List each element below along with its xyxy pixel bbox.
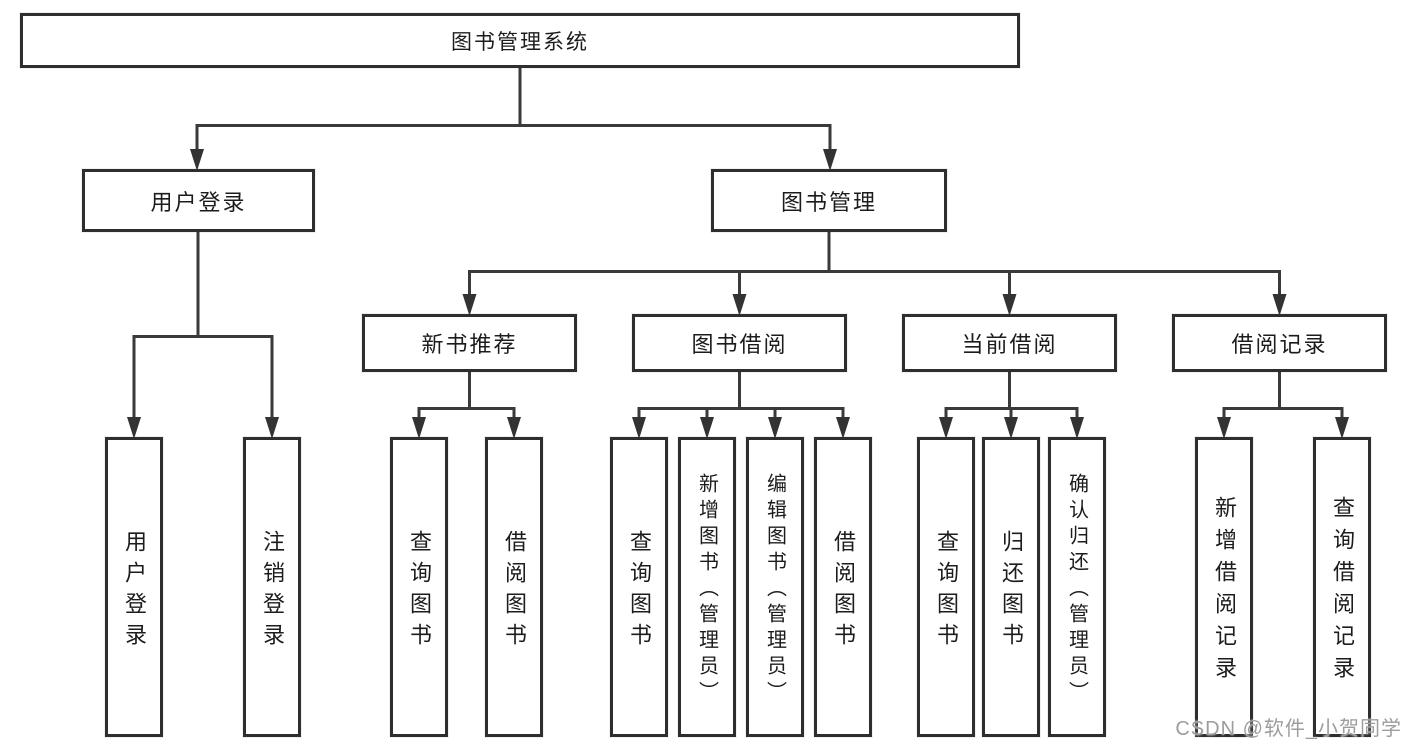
node-label: 查询借阅记录 <box>1330 496 1355 688</box>
arrow-down-icon <box>632 417 646 439</box>
node-label: 确认归还（管理员） <box>1065 473 1088 707</box>
leaf-borrow-books: 借阅图书 <box>485 437 543 737</box>
leaf-edit-books-admin: 编辑图书（管理员） <box>746 437 804 737</box>
node-book-borrow: 图书借阅 <box>632 314 847 372</box>
node-label: 当前借阅 <box>961 332 1058 357</box>
arrow-down-icon <box>412 417 426 439</box>
node-label: 图书借阅 <box>691 332 788 357</box>
arrow-down-icon <box>732 294 747 316</box>
node-label: 编辑图书（管理员） <box>763 473 786 707</box>
arrow-down-icon <box>836 417 850 439</box>
arrow-down-icons <box>127 149 1349 439</box>
node-label: 图书管理系统 <box>451 30 589 54</box>
node-label: 查询图书 <box>934 529 959 654</box>
leaf-return-books: 归还图书 <box>982 437 1040 737</box>
leaf-query-books: 查询图书 <box>610 437 668 737</box>
leaf-query-books: 查询图书 <box>917 437 975 737</box>
leaf-query-borrow-record: 查询借阅记录 <box>1313 437 1371 737</box>
node-label: 借阅图书 <box>831 529 856 654</box>
node-label: 归还图书 <box>999 529 1024 654</box>
leaf-add-borrow-record: 新增借阅记录 <box>1195 437 1253 737</box>
arrow-down-icon <box>1004 417 1018 439</box>
tree-edges <box>132 66 1344 419</box>
node-label: 新增图书（管理员） <box>695 473 718 707</box>
leaf-confirm-return-admin: 确认归还（管理员） <box>1048 437 1106 737</box>
node-root: 图书管理系统 <box>20 13 1020 68</box>
node-label: 新书推荐 <box>421 332 518 357</box>
node-borrow-records: 借阅记录 <box>1172 314 1387 372</box>
arrow-down-icon <box>507 417 521 439</box>
node-new-book-recommend: 新书推荐 <box>362 314 577 372</box>
node-user-login: 用户登录 <box>82 169 315 232</box>
node-book-management: 图书管理 <box>711 169 947 232</box>
arrow-down-icon <box>700 417 714 439</box>
node-label: 借阅图书 <box>502 529 527 654</box>
node-label: 用户登录 <box>150 189 247 215</box>
arrow-down-icon <box>1070 417 1084 439</box>
node-label: 新增借阅记录 <box>1212 496 1237 688</box>
node-label: 查询图书 <box>407 529 432 654</box>
arrow-down-icon <box>1335 417 1349 439</box>
node-label: 查询图书 <box>627 529 652 654</box>
leaf-borrow-books: 借阅图书 <box>814 437 872 737</box>
arrow-down-icon <box>1217 417 1231 439</box>
arrow-down-icon <box>768 417 782 439</box>
leaf-user-login: 用户登录 <box>105 437 163 737</box>
arrow-down-icon <box>823 149 837 171</box>
node-label: 用户登录 <box>122 529 147 654</box>
csdn-watermark: CSDN @软件_小贺同学 <box>1175 718 1402 740</box>
arrow-down-icon <box>1002 294 1017 316</box>
arrow-down-icon <box>1272 294 1287 316</box>
node-current-borrow: 当前借阅 <box>902 314 1117 372</box>
arrow-down-icon <box>939 417 953 439</box>
node-label: 图书管理 <box>780 189 877 215</box>
leaf-query-books: 查询图书 <box>390 437 448 737</box>
leaf-logout: 注销登录 <box>243 437 301 737</box>
arrow-down-icon <box>462 294 477 316</box>
leaf-add-books-admin: 新增图书（管理员） <box>678 437 736 737</box>
node-label: 注销登录 <box>260 529 285 654</box>
arrow-down-icon <box>265 417 279 439</box>
node-label: 借阅记录 <box>1231 332 1328 357</box>
arrow-down-icon <box>127 417 141 439</box>
arrow-down-icon <box>190 149 204 171</box>
